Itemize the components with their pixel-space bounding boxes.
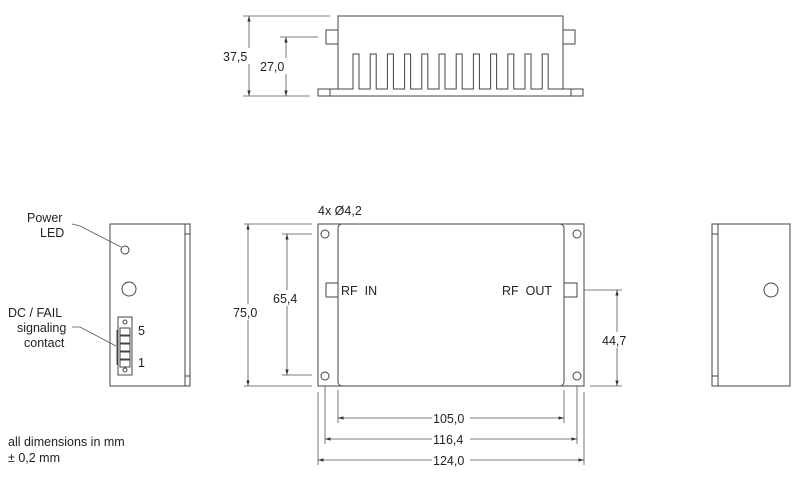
holes-label: 4x Ø4,2 xyxy=(318,204,362,218)
front-view: RF IN RF OUT 4x Ø4,2 75,0 65,4 44,7 105,… xyxy=(232,204,633,468)
left-side-view: Power LED DC / FAIL signaling contact 5 … xyxy=(8,211,191,387)
pin-1-label: 1 xyxy=(138,356,145,370)
label-dc-fail: DC / FAIL xyxy=(8,306,62,320)
rf-out-port xyxy=(563,282,578,298)
dim-width-total: 124,0 xyxy=(433,454,464,468)
label-signaling: signaling xyxy=(17,321,66,335)
top-view: 37,5 27,0 xyxy=(222,15,584,97)
dim-height-fins: 27,0 xyxy=(260,60,284,74)
right-side-view xyxy=(711,223,791,387)
signal-connector xyxy=(117,316,133,376)
heatsink-fins xyxy=(338,53,563,90)
label-power: Power xyxy=(27,211,62,225)
label-contact: contact xyxy=(24,336,65,350)
note-tolerance: ± 0,2 mm xyxy=(8,451,60,465)
dim-rf-out-height: 44,7 xyxy=(602,334,626,348)
pin-5-label: 5 xyxy=(138,324,145,338)
dim-hole-spacing-v: 65,4 xyxy=(273,292,297,306)
rf-in-port xyxy=(325,282,339,298)
rf-out-label: RF OUT xyxy=(502,284,552,298)
dim-hole-spacing-h: 116,4 xyxy=(433,433,463,447)
rf-in-label: RF IN xyxy=(341,284,377,298)
label-led: LED xyxy=(40,226,64,240)
dim-height: 75,0 xyxy=(233,306,257,320)
note-units: all dimensions in mm xyxy=(8,435,125,449)
dim-width-body: 105,0 xyxy=(433,412,464,426)
mounting-hole xyxy=(121,281,137,297)
dim-height-total: 37,5 xyxy=(223,50,247,64)
power-led-icon xyxy=(120,245,130,255)
